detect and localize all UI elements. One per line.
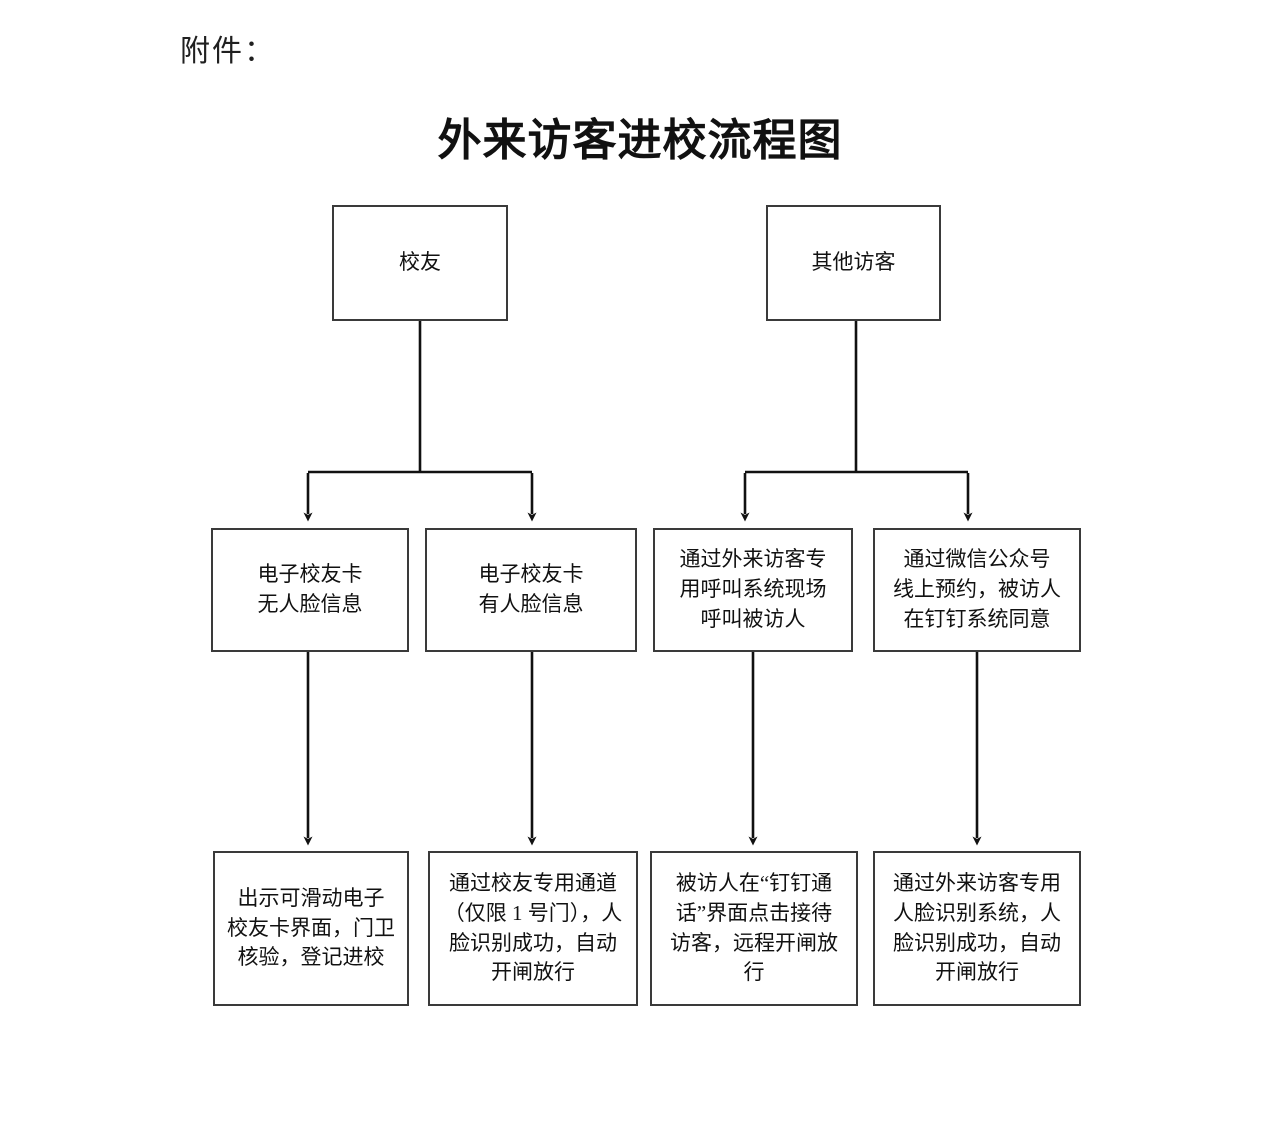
node-dingtalk-call-accept[interactable]: 被访人在“钉钉通 话”界面点击接待 访客，远程开闸放 行: [650, 851, 858, 1006]
node-ecard-no-face[interactable]: 电子校友卡 无人脸信息: [211, 528, 409, 652]
node-ecard-no-face-label: 电子校友卡 无人脸信息: [257, 562, 363, 616]
node-ecard-with-face[interactable]: 电子校友卡 有人脸信息: [425, 528, 637, 652]
node-dingtalk-call-accept-label: 被访人在“钉钉通 话”界面点击接待 访客，远程开闸放 行: [670, 870, 838, 985]
node-wechat-appointment-label: 通过微信公众号 线上预约，被访人 在钉钉系统同意: [893, 547, 1061, 631]
node-show-ecard-guard-label: 出示可滑动电子 校友卡界面，门卫 核验，登记进校: [227, 885, 395, 970]
node-visitor-face-recognition-label: 通过外来访客专用 人脸识别系统，人 脸识别成功，自动 开闸放行: [893, 870, 1061, 985]
page-title: 外来访客进校流程图: [437, 116, 843, 165]
node-alumni-label: 校友: [399, 250, 441, 275]
node-call-system[interactable]: 通过外来访客专 用呼叫系统现场 呼叫被访人: [653, 528, 853, 652]
node-alumni-lane-gate[interactable]: 通过校友专用通道 （仅限 1 号门），人 脸识别成功，自动 开闸放行: [428, 851, 638, 1006]
node-alumni[interactable]: 校友: [332, 205, 508, 321]
node-alumni-lane-gate-label: 通过校友专用通道 （仅限 1 号门），人 脸识别成功，自动 开闸放行: [443, 870, 623, 985]
node-other-visitors-label: 其他访客: [811, 250, 896, 275]
node-wechat-appointment[interactable]: 通过微信公众号 线上预约，被访人 在钉钉系统同意: [873, 528, 1081, 652]
node-show-ecard-guard[interactable]: 出示可滑动电子 校友卡界面，门卫 核验，登记进校: [213, 851, 409, 1006]
node-ecard-with-face-label: 电子校友卡 有人脸信息: [478, 562, 584, 616]
node-other-visitors[interactable]: 其他访客: [766, 205, 941, 321]
attachment-label: 附件：: [180, 35, 276, 68]
node-call-system-label: 通过外来访客专 用呼叫系统现场 呼叫被访人: [679, 547, 827, 631]
node-visitor-face-recognition[interactable]: 通过外来访客专用 人脸识别系统，人 脸识别成功，自动 开闸放行: [873, 851, 1081, 1006]
